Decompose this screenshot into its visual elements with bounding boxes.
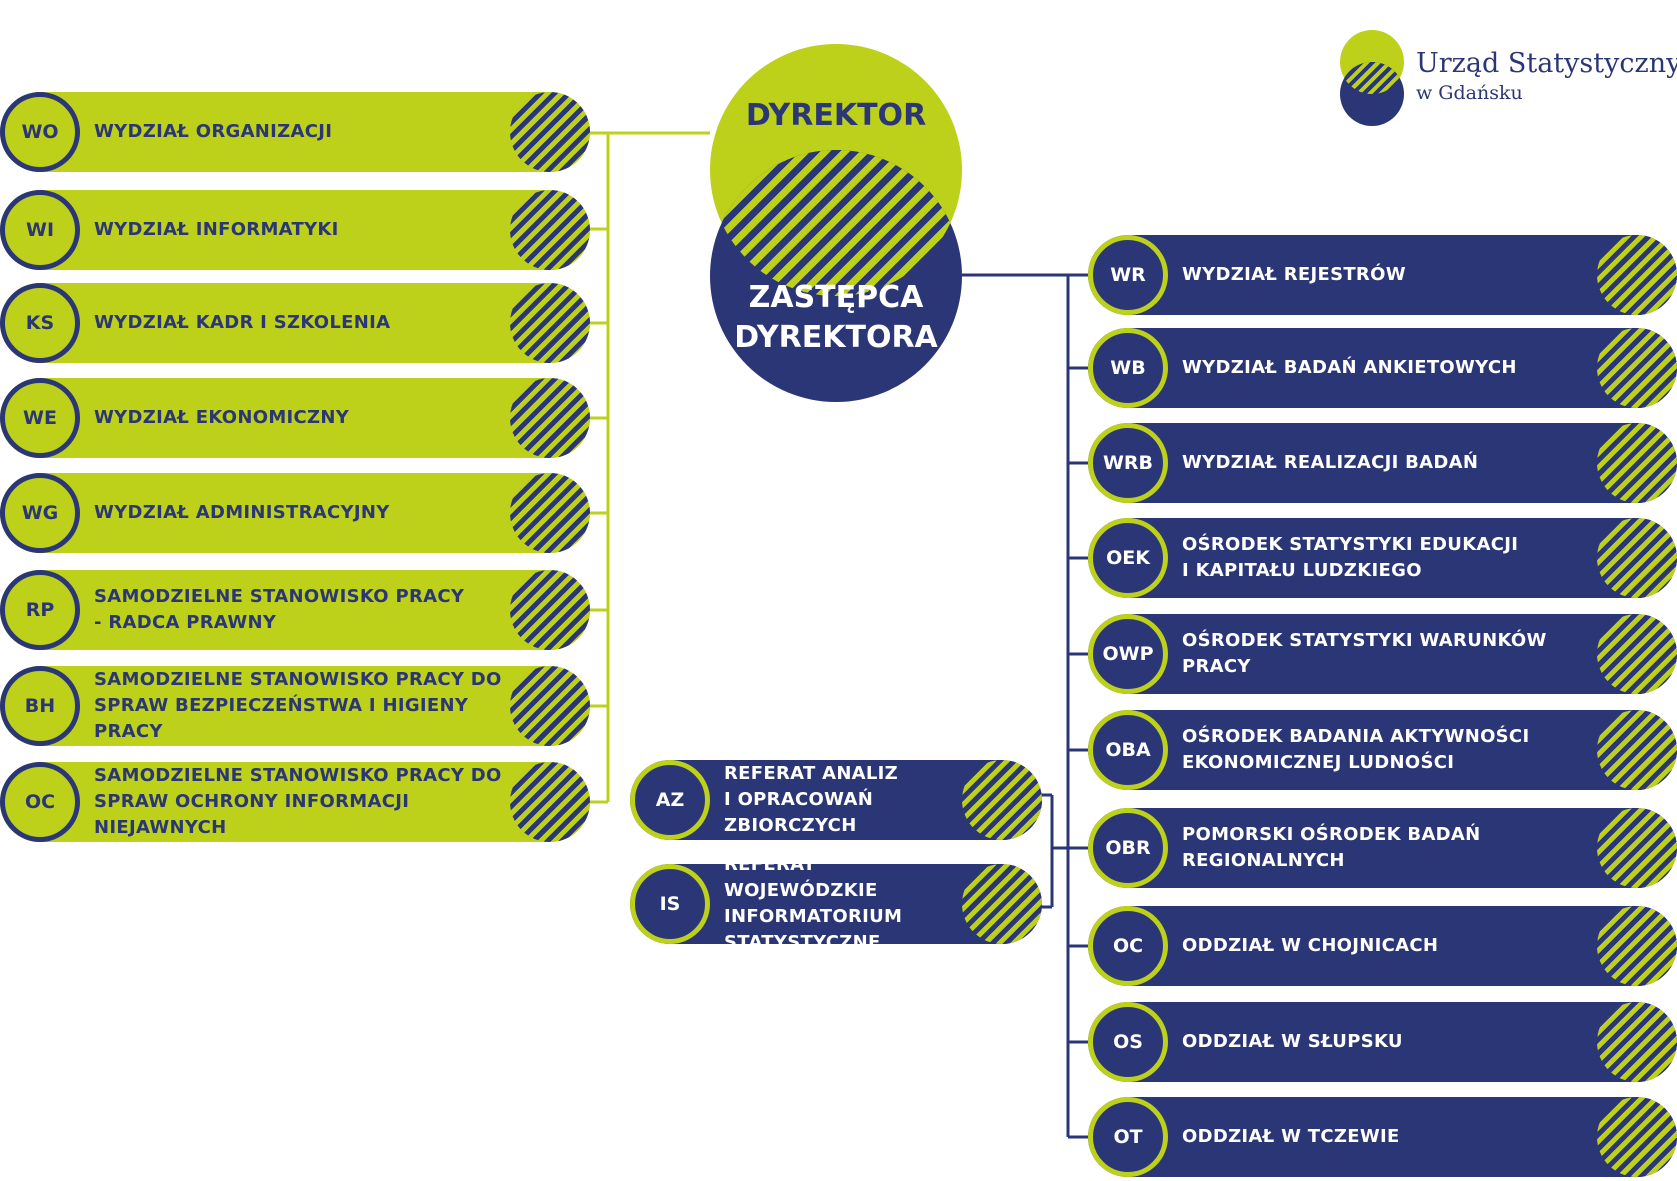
unit-code: BH — [0, 666, 80, 746]
unit-wg: WG WYDZIAŁ ADMINISTRACYJNY — [0, 473, 590, 553]
right-connectors — [962, 273, 1090, 1139]
unit-name: SAMODZIELNE STANOWISKO PRACY - RADCA PRA… — [94, 586, 465, 633]
unit-code: WB — [1088, 328, 1168, 408]
unit-name: OŚRODEK STATYSTYKI EDUKACJI I KAPITAŁU L… — [1182, 534, 1519, 581]
stripe-icon — [1597, 328, 1677, 408]
unit-wr: WR WYDZIAŁ REJESTRÓW — [1088, 235, 1677, 315]
unit-code: WR — [1088, 235, 1168, 315]
unit-obr: OBR POMORSKI OŚRODEK BADAŃ REGIONALNYCH — [1088, 808, 1677, 888]
unit-name: WYDZIAŁ ORGANIZACJI — [94, 121, 333, 142]
stripe-icon — [1597, 235, 1677, 315]
stripe-icon — [1597, 906, 1677, 986]
overlap-stripes — [710, 150, 962, 296]
unit-name: WYDZIAŁ REJESTRÓW — [1182, 264, 1406, 285]
stripe-icon — [1597, 518, 1677, 598]
unit-code: RP — [0, 570, 80, 650]
unit-az: AZ REFERAT ANALIZ I OPRACOWAŃ ZBIORCZYCH — [630, 760, 1042, 840]
unit-bh: BH SAMODZIELNE STANOWISKO PRACY DO SPRAW… — [0, 666, 590, 746]
unit-oba: OBA OŚRODEK BADANIA AKTYWNOŚCI EKONOMICZ… — [1088, 710, 1677, 790]
unit-code: OBR — [1088, 808, 1168, 888]
unit-code: OBA — [1088, 710, 1168, 790]
unit-wb: WB WYDZIAŁ BADAŃ ANKIETOWYCH — [1088, 328, 1677, 408]
unit-wrb: WRB WYDZIAŁ REALIZACJI BADAŃ — [1088, 423, 1677, 503]
unit-rp: RP SAMODZIELNE STANOWISKO PRACY - RADCA … — [0, 570, 590, 650]
stripe-icon — [510, 570, 590, 650]
stripe-icon — [1597, 423, 1677, 503]
unit-name: WYDZIAŁ KADR I SZKOLENIA — [94, 312, 391, 333]
stripe-icon — [962, 760, 1042, 840]
unit-name: OŚRODEK BADANIA AKTYWNOŚCI EKONOMICZNEJ … — [1182, 726, 1530, 773]
unit-name: ODDZIAŁ W TCZEWIE — [1182, 1126, 1400, 1147]
director-title: DYREKTOR — [745, 98, 927, 133]
stripe-icon — [1597, 808, 1677, 888]
unit-name: REFERAT ANALIZ I OPRACOWAŃ ZBIORCZYCH — [724, 763, 899, 836]
unit-name: SAMODZIELNE STANOWISKO PRACY DO SPRAW OC… — [94, 765, 502, 838]
unit-name: ODDZIAŁ W CHOJNICACH — [1182, 935, 1439, 956]
stripe-icon — [1597, 710, 1677, 790]
unit-code: IS — [630, 864, 710, 944]
unit-code: WG — [0, 473, 80, 553]
unit-code: WE — [0, 378, 80, 458]
stripe-icon — [510, 283, 590, 363]
stripe-icon — [510, 378, 590, 458]
stripe-icon — [1597, 614, 1677, 694]
unit-os: OS ODDZIAŁ W SŁUPSKU — [1088, 1002, 1677, 1082]
unit-code: WI — [0, 190, 80, 270]
unit-code: OC — [1088, 906, 1168, 986]
unit-is: IS REFERAT WOJEWÓDZKIE INFORMATORIUM STA… — [630, 854, 1042, 953]
unit-we: WE WYDZIAŁ EKONOMICZNY — [0, 378, 590, 458]
unit-code: WO — [0, 92, 80, 172]
unit-name: WYDZIAŁ BADAŃ ANKIETOWYCH — [1182, 357, 1517, 378]
stripe-icon — [510, 92, 590, 172]
unit-name: WYDZIAŁ INFORMATYKI — [94, 219, 339, 240]
unit-owp: OWP OŚRODEK STATYSTYKI WARUNKÓW PRACY — [1088, 614, 1677, 694]
stripe-icon — [1597, 1002, 1677, 1082]
unit-name: WYDZIAŁ REALIZACJI BADAŃ — [1182, 452, 1479, 473]
stripe-icon — [510, 666, 590, 746]
stripe-icon — [1597, 1097, 1677, 1177]
unit-wo: WO WYDZIAŁ ORGANIZACJI — [0, 92, 590, 172]
unit-oek: OEK OŚRODEK STATYSTYKI EDUKACJI I KAPITA… — [1088, 518, 1677, 598]
unit-code: OS — [1088, 1002, 1168, 1082]
unit-name: OŚRODEK STATYSTYKI WARUNKÓW PRACY — [1182, 630, 1547, 677]
deputy-title: ZASTĘPCA DYREKTORA — [734, 280, 938, 355]
unit-code: AZ — [630, 760, 710, 840]
unit-ks: KS WYDZIAŁ KADR I SZKOLENIA — [0, 283, 590, 363]
unit-name: REFERAT WOJEWÓDZKIE INFORMATORIUM STATYS… — [724, 854, 903, 953]
logo-icon-lower — [1340, 62, 1404, 126]
unit-code: OC — [0, 762, 80, 842]
unit-ot: OT ODDZIAŁ W TCZEWIE — [1088, 1097, 1677, 1177]
unit-code: KS — [0, 283, 80, 363]
stripe-icon — [510, 762, 590, 842]
unit-code: WRB — [1088, 423, 1168, 503]
logo-name: Urząd Statystyczny — [1416, 48, 1677, 79]
logo-sub: w Gdańsku — [1416, 82, 1523, 104]
stripe-icon — [510, 190, 590, 270]
unit-code: OWP — [1088, 614, 1168, 694]
left-connectors — [588, 131, 710, 804]
unit-oc-right: OC ODDZIAŁ W CHOJNICACH — [1088, 906, 1677, 986]
unit-wi: WI WYDZIAŁ INFORMATYKI — [0, 190, 590, 270]
unit-oc-left: OC SAMODZIELNE STANOWISKO PRACY DO SPRAW… — [0, 762, 590, 842]
unit-name: WYDZIAŁ EKONOMICZNY — [94, 407, 350, 428]
unit-name: SAMODZIELNE STANOWISKO PRACY DO SPRAW BE… — [94, 669, 502, 742]
unit-code: OT — [1088, 1097, 1168, 1177]
unit-name: POMORSKI OŚRODEK BADAŃ REGIONALNYCH — [1182, 824, 1481, 871]
stripe-icon — [510, 473, 590, 553]
unit-code: OEK — [1088, 518, 1168, 598]
unit-name: ODDZIAŁ W SŁUPSKU — [1182, 1031, 1403, 1052]
logo-overlap — [1340, 62, 1404, 94]
deputy-circle — [710, 150, 962, 402]
unit-name: WYDZIAŁ ADMINISTRACYJNY — [94, 502, 390, 523]
stripe-icon — [962, 864, 1042, 944]
